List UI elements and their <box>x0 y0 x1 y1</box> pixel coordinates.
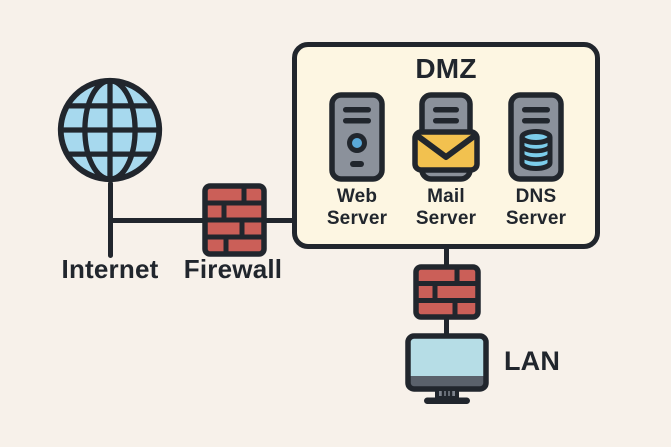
dmz-title: DMZ <box>415 53 477 84</box>
firewall-brick-icon <box>202 183 267 257</box>
web-server-label: Web Server <box>326 186 388 230</box>
internet-label: Internet <box>61 254 159 284</box>
mail-server-tower-icon <box>412 92 480 182</box>
dmz-firewall-link <box>444 246 449 267</box>
monitor-icon <box>405 333 489 404</box>
dns-server-tower-icon <box>508 92 564 182</box>
globe-icon <box>57 77 163 183</box>
lan-label: LAN <box>503 346 561 376</box>
web-server-tower-icon <box>329 92 385 182</box>
internet-firewall-link <box>108 218 205 223</box>
dns-server-label: DNS Server <box>505 186 567 230</box>
firewall-dmz-link <box>263 218 295 223</box>
firewall-brick-icon <box>413 264 481 320</box>
firewall-lan-link <box>444 317 449 338</box>
mail-server-label: Mail Server <box>415 186 477 230</box>
firewall-label: Firewall <box>183 254 283 284</box>
